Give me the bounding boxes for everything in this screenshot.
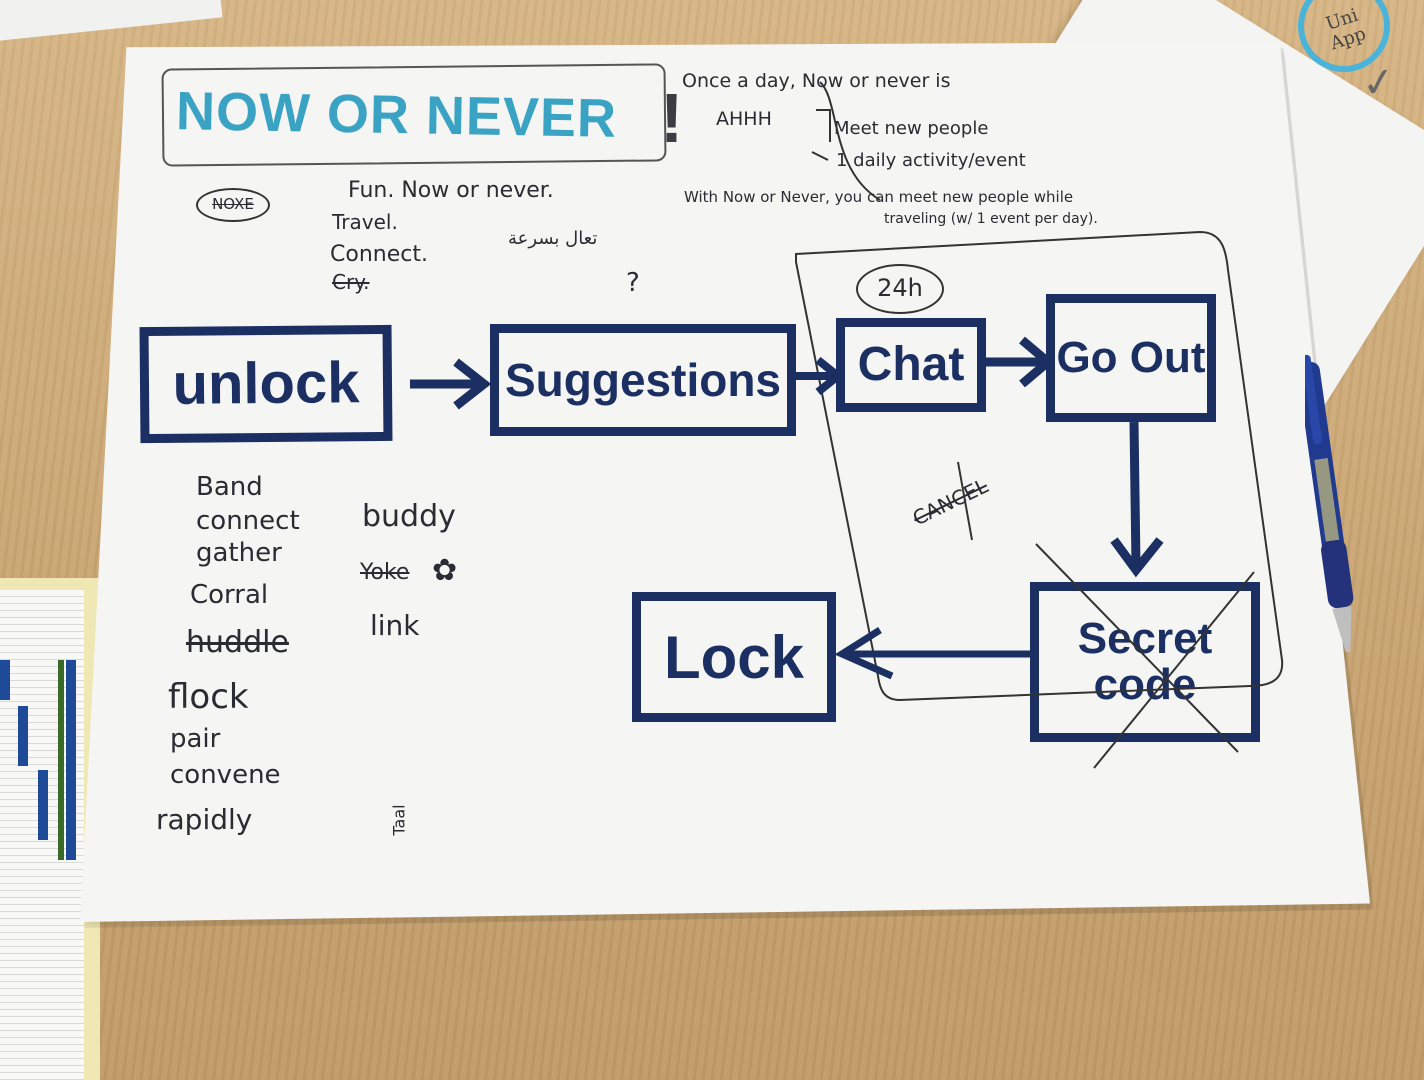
- arrow-head: [834, 627, 894, 680]
- word-list-left-item: huddle: [186, 625, 289, 660]
- arrow-goout-secretcode: [1129, 421, 1141, 567]
- notebook-tab: [58, 660, 64, 860]
- note-line: 1 daily activity/event: [836, 150, 1026, 171]
- notebook-tab: [0, 660, 10, 700]
- note-line: With Now or Never, you can meet new peop…: [684, 188, 1074, 206]
- paper-sheet: [80, 42, 1370, 922]
- word-list-right-item: buddy: [362, 499, 456, 534]
- slogan-line: Fun. Now or never.: [348, 178, 554, 203]
- question-mark: ?: [626, 268, 640, 298]
- notes-bracket: [811, 109, 831, 161]
- word-list-left-item: Band: [196, 472, 263, 502]
- arrow-head: [453, 358, 492, 410]
- arrow-head: [815, 356, 845, 396]
- pen-icon: [1305, 354, 1354, 653]
- cancel-strike: [957, 461, 973, 541]
- slogan-line: Connect.: [330, 242, 428, 267]
- arrow-head: [1110, 537, 1164, 578]
- arabic-note: تعال بسرعة: [508, 228, 598, 249]
- crossed-word: NOXE: [212, 195, 254, 213]
- note-line: Once a day, Now or never is: [682, 70, 951, 92]
- word-list-left-item: pair: [170, 724, 221, 754]
- slogan-line: Cry.: [332, 270, 370, 294]
- word-list-left-item: connect: [196, 506, 300, 536]
- arrow-head: [1019, 336, 1055, 388]
- cross-out-mark: [1035, 543, 1255, 769]
- flower-doodle: ✿: [432, 553, 458, 588]
- word-list-right-item: link: [370, 609, 420, 642]
- notebook-tab: [38, 770, 48, 840]
- flow-box-lock: Lock: [632, 592, 836, 722]
- word-list-left-item: Corral: [190, 580, 269, 610]
- notebook-tab: [18, 706, 28, 766]
- note-line: traveling (w/ 1 event per day).: [884, 211, 1098, 227]
- word-list-left-item: convene: [170, 760, 281, 790]
- note-line: AHHH: [716, 108, 772, 130]
- exclamation-mark: !: [660, 79, 684, 157]
- flow-box-chat: Chat: [836, 318, 986, 412]
- timer-label: 24h: [856, 264, 944, 314]
- word-list-left-item: flock: [168, 677, 249, 717]
- flow-box-secret-code: Secret code: [1030, 582, 1260, 742]
- notes-connector: [819, 81, 881, 201]
- slogan-line: Travel.: [332, 210, 398, 234]
- word-list-right-item: Yoke: [360, 560, 410, 585]
- flow-box-suggestions: Suggestions: [490, 324, 796, 436]
- word-list-left-item: rapidly: [156, 803, 253, 836]
- notebook-tab: [66, 660, 76, 860]
- word-list-left-item: gather: [196, 538, 282, 568]
- chat-section-frame: [795, 230, 1284, 702]
- note-line: Meet new people: [834, 118, 989, 139]
- flow-box-go-out: Go Out: [1046, 294, 1216, 422]
- crossed-oval-label: NOXE: [196, 188, 270, 222]
